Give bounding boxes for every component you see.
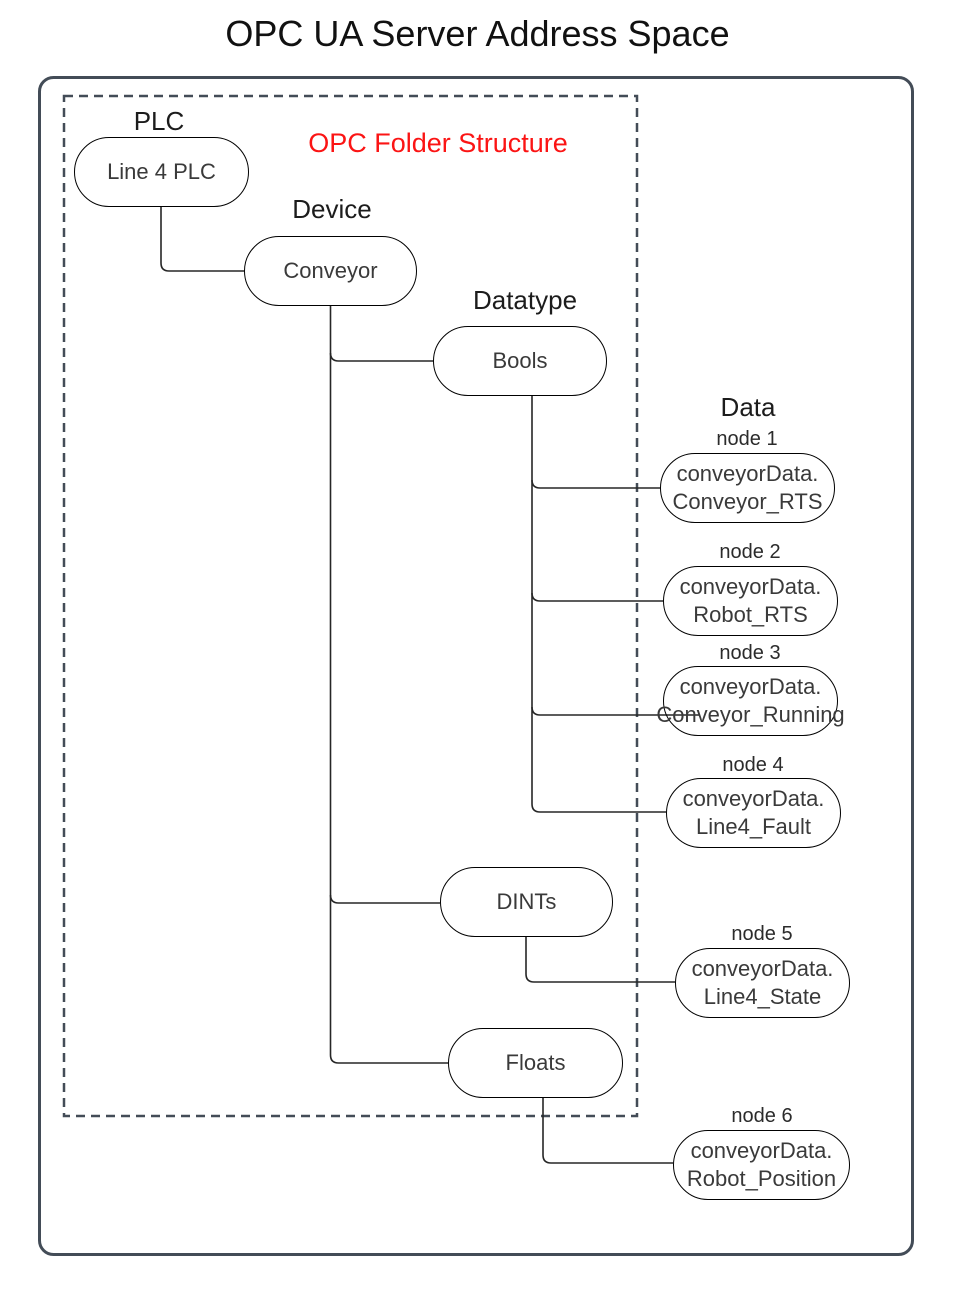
data-node-2-line2: Robot_RTS — [693, 602, 808, 627]
node-bools: Bools — [433, 326, 607, 396]
data-node-2-caption: node 2 — [719, 541, 781, 563]
data-node-1-caption: node 1 — [716, 428, 778, 450]
data-node-3-line1: conveyorData. — [679, 674, 822, 699]
data-node-4-caption: node 4 — [722, 754, 784, 776]
edge-conveyor-to-dints — [329, 894, 440, 904]
edge-conveyor-to-bools — [329, 352, 433, 362]
data-node-1: conveyorData. Conveyor_RTS — [660, 453, 835, 523]
data-node-1-line2: Conveyor_RTS — [672, 489, 823, 514]
level-label-datatype: Datatype — [472, 285, 578, 315]
level-label-device: Device — [292, 194, 372, 224]
node-conveyor: Conveyor — [244, 236, 417, 306]
node-bools-label: Bools — [492, 348, 548, 373]
node-line4-plc-label: Line 4 PLC — [107, 159, 216, 184]
node-line4-plc: Line 4 PLC — [74, 137, 249, 207]
data-node-5-line2: Line4_State — [703, 984, 822, 1009]
data-node-1-line1: conveyorData. — [676, 461, 819, 486]
data-node-3-line2: Conveyor_Running — [656, 702, 845, 727]
folder-structure-label: OPC Folder Structure — [308, 128, 568, 158]
edge-floats-to-node6 — [542, 1097, 673, 1164]
diagram-title: OPC UA Server Address Space — [225, 13, 730, 54]
data-node-6: conveyorData. Robot_Position — [673, 1130, 850, 1200]
data-node-3-caption: node 3 — [719, 642, 781, 664]
edge-bools-to-node1 — [531, 479, 660, 489]
data-node-5-caption: node 5 — [731, 923, 793, 945]
data-node-3: conveyorData. Conveyor_Running — [656, 666, 845, 736]
data-node-4-line2: Line4_Fault — [696, 814, 811, 839]
node-dints-label: DINTs — [496, 889, 557, 914]
data-node-4-line1: conveyorData. — [682, 786, 825, 811]
data-node-5: conveyorData. Line4_State — [675, 948, 850, 1018]
data-node-6-line2: Robot_Position — [686, 1166, 837, 1191]
level-label-data: Data — [720, 392, 776, 422]
data-node-4: conveyorData. Line4_Fault — [666, 778, 841, 848]
data-node-2-line1: conveyorData. — [679, 574, 822, 599]
level-label-plc: PLC — [133, 106, 185, 136]
data-node-6-caption: node 6 — [731, 1105, 793, 1127]
node-conveyor-label: Conveyor — [283, 258, 378, 283]
node-dints: DINTs — [440, 867, 613, 937]
node-floats: Floats — [448, 1028, 623, 1098]
data-node-6-line1: conveyorData. — [690, 1138, 833, 1163]
edge-bools-to-node4 — [531, 396, 666, 813]
node-floats-label: Floats — [505, 1050, 566, 1075]
edge-conveyor-to-floats — [329, 306, 448, 1064]
edge-bools-to-node2 — [531, 592, 663, 602]
data-node-2: conveyorData. Robot_RTS — [663, 566, 838, 636]
data-node-5-line1: conveyorData. — [691, 956, 834, 981]
edge-plc-to-conveyor — [160, 207, 244, 272]
edge-dints-to-node5 — [525, 937, 675, 983]
